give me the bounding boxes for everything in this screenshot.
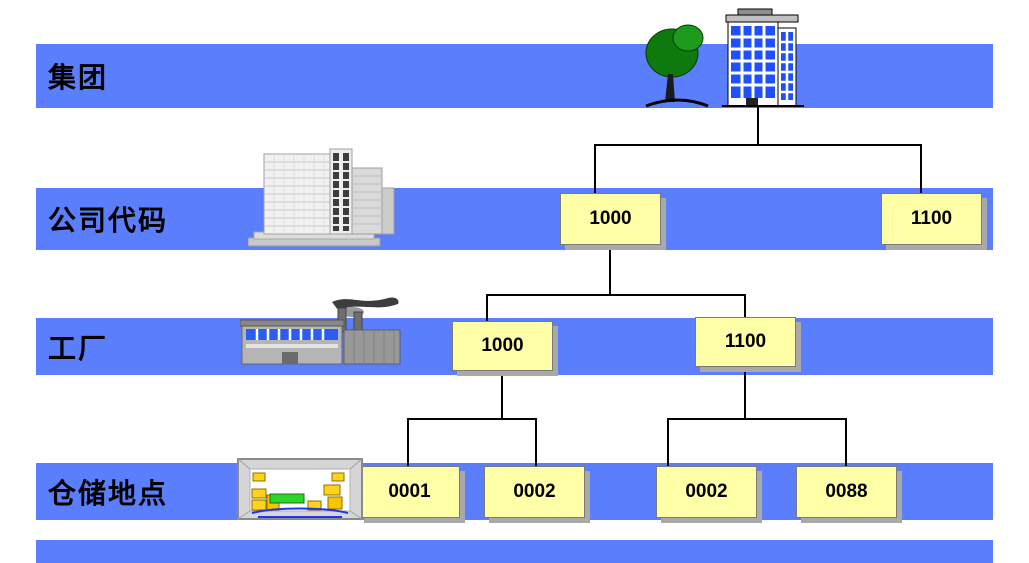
node-plant-1000: 1000: [452, 321, 553, 371]
node-storage-0002-b: 0002: [656, 466, 757, 518]
connector-to-plant-1000: [486, 294, 488, 322]
connector-plant-1100-stem: [744, 367, 746, 420]
connector-to-storage-0002-b: [667, 418, 669, 466]
connector-group-stem: [757, 105, 759, 146]
connector-to-company-1000: [594, 144, 596, 194]
connector-company-branch: [594, 144, 922, 146]
connector-to-plant-1100: [744, 294, 746, 318]
connector-to-company-1100: [920, 144, 922, 194]
factory-icon: [240, 297, 401, 365]
row-label-group: 集团: [48, 62, 109, 93]
node-storage-0001: 0001: [359, 466, 460, 518]
node-storage-0002-a: 0002: [484, 466, 585, 518]
connector-to-storage-0001: [407, 418, 409, 466]
row-band-group: 集团: [36, 44, 993, 108]
connector-to-storage-0002-a: [535, 418, 537, 466]
node-company-code-1100: 1100: [881, 193, 982, 245]
warehouse-icon: [237, 458, 363, 520]
connector-company-1000-stem: [609, 245, 611, 296]
connector-to-storage-0088: [845, 418, 847, 466]
connector-plant-1000-stem: [501, 371, 503, 420]
row-label-plant: 工厂: [48, 332, 109, 364]
node-company-code-1000: 1000: [560, 193, 661, 245]
connector-storage-branch-right: [667, 418, 847, 420]
headquarters-building-icon: [645, 8, 804, 108]
row-band-company-code: 公司代码: [36, 188, 993, 250]
row-label-storage-location: 仓储地点: [48, 477, 169, 509]
node-storage-0088: 0088: [796, 466, 897, 518]
office-building-icon: [248, 148, 395, 247]
row-label-company-code: 公司代码: [48, 205, 169, 236]
row-band-bottom-strip: [36, 540, 993, 563]
connector-plant-branch: [486, 294, 746, 296]
node-plant-1100: 1100: [695, 317, 796, 367]
connector-storage-branch-left: [407, 418, 537, 420]
